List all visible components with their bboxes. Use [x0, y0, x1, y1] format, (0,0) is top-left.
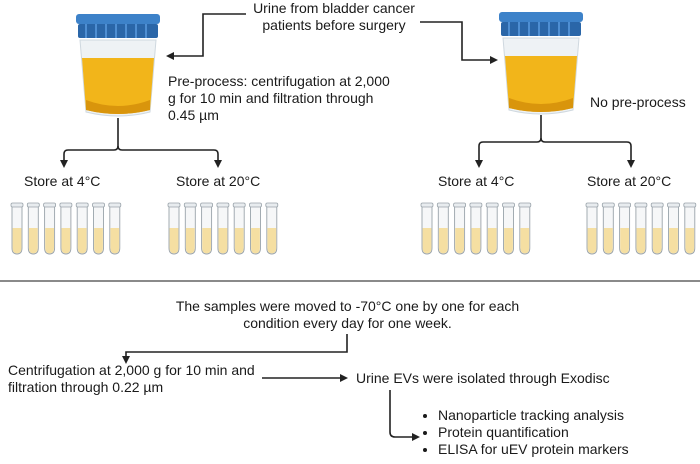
no-preprocess-label: No pre-process	[590, 94, 686, 110]
store-20c-right-label: Store at 20°C	[587, 173, 672, 189]
test-tube-icon	[26, 202, 40, 255]
arrow-to-left-cup	[166, 13, 246, 60]
test-tube-icon	[683, 202, 697, 255]
arrow-right-branch-room	[540, 137, 635, 168]
test-tube-icon	[232, 202, 246, 255]
test-tube-icon	[265, 202, 279, 255]
test-tube-icon	[502, 202, 515, 255]
arrow-to-assays	[389, 390, 420, 441]
test-tube-icon	[75, 202, 89, 255]
arrow-right-branch	[475, 115, 542, 168]
test-tube-icon	[485, 202, 499, 255]
tube-group-right-20c	[585, 202, 697, 255]
test-tube-icon	[108, 202, 122, 255]
test-tube-icon	[10, 202, 24, 255]
test-tube-icon	[216, 202, 230, 255]
freeze-label: The samples were moved to -70°C one by o…	[175, 298, 520, 331]
test-tube-icon	[183, 202, 197, 255]
test-tube-icon	[420, 202, 434, 255]
test-tube-icon	[469, 202, 483, 255]
store-4c-right-label: Store at 4°C	[438, 173, 515, 189]
test-tube-icon	[249, 202, 262, 255]
test-tube-icon	[43, 202, 56, 255]
assay-item-elisa: ELISA for uEV protein markers	[438, 441, 629, 458]
arrow-to-centrifugation	[122, 334, 348, 364]
test-tube-icon	[453, 202, 467, 255]
test-tube-icon	[436, 202, 450, 255]
test-tube-icon	[650, 202, 664, 255]
assay-list: Nanoparticle tracking analysis Protein q…	[420, 407, 629, 458]
tube-group-left-4c	[10, 202, 122, 255]
test-tube-icon	[59, 202, 73, 255]
test-tube-icon	[618, 202, 631, 255]
test-tube-icon	[601, 202, 615, 255]
source-label: Urine from bladder cancer patients befor…	[253, 0, 415, 33]
arrow-to-right-cup	[420, 21, 498, 64]
store-20c-left-label: Store at 20°C	[176, 173, 261, 189]
urine-cup-left-icon	[76, 14, 160, 117]
tube-group-right-4c	[420, 202, 532, 255]
preprocess-label: Pre-process: centrifugation at 2,000 g f…	[168, 73, 390, 123]
test-tube-icon	[634, 202, 648, 255]
store-4c-left-label: Store at 4°C	[24, 173, 101, 189]
test-tube-icon	[518, 202, 532, 255]
test-tube-icon	[92, 202, 105, 255]
arrow-left-branch	[60, 118, 119, 168]
urine-cup-right-icon	[499, 12, 583, 115]
arrow-left-branch-room	[117, 145, 222, 168]
assay-item-protein-quant: Protein quantification	[438, 424, 629, 441]
test-tube-icon	[200, 202, 214, 255]
test-tube-icon	[167, 202, 181, 255]
test-tube-icon	[585, 202, 599, 255]
test-tube-icon	[667, 202, 680, 255]
tube-group-left-20c	[167, 202, 279, 255]
isolation-label: Urine EVs were isolated through Exodisc	[356, 370, 610, 386]
assay-item-nta: Nanoparticle tracking analysis	[438, 407, 629, 424]
centrifugation-label: Centrifugation at 2,000 g for 10 min and…	[8, 362, 255, 395]
